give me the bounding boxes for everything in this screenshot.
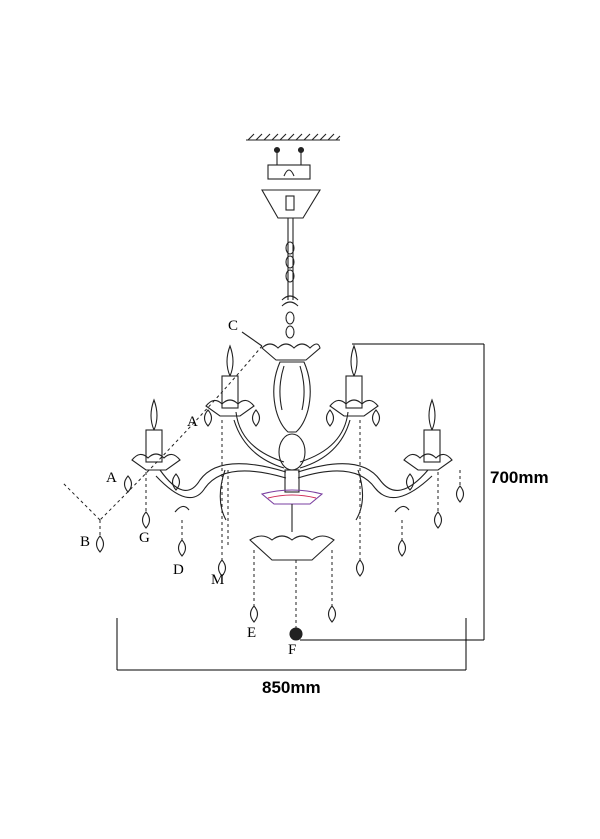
part-label-d: D [173,562,184,578]
part-label-g: G [139,530,150,546]
crystal-drops [95,409,465,641]
label-c-leader [241,331,263,347]
part-label-f: F [288,642,297,658]
lower-bowl [249,535,335,561]
width-dimension-line [116,618,467,671]
arms [155,411,433,521]
center-bobeche [260,489,324,532]
chain [281,218,299,339]
width-dimension-label: 850mm [262,678,321,697]
canopy [261,189,321,219]
mounting-bracket [267,146,311,180]
part-label-b: B [80,534,91,550]
central-column [273,361,311,493]
top-crown [261,343,321,361]
part-label-e: E [247,625,257,641]
bead-strings [61,345,461,628]
ceiling-line [246,133,341,141]
part-label-a-upper: A [187,414,198,430]
part-label-a-lower: A [106,470,117,486]
height-dimension-line [300,343,485,641]
height-dimension-label: 700mm [490,468,549,487]
candles [131,344,453,471]
part-label-c: C [228,318,239,334]
part-label-m: M [211,572,225,588]
